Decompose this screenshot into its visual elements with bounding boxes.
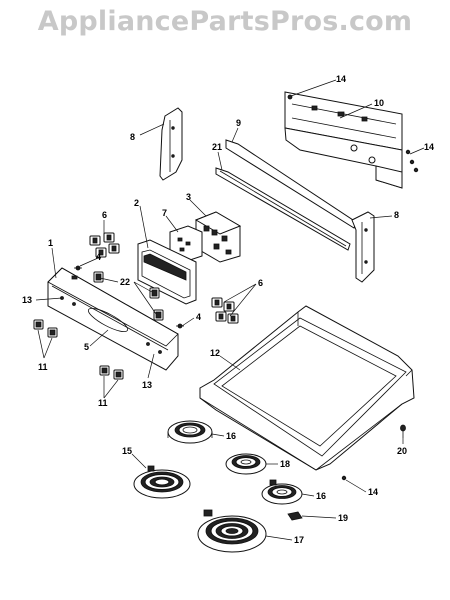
element-part-15[interactable] xyxy=(133,465,191,499)
callout-10: 10 xyxy=(374,98,384,108)
callout-3: 3 xyxy=(186,192,191,202)
element-part-16-upper[interactable] xyxy=(167,420,213,444)
callout-18: 18 xyxy=(280,459,290,469)
screw-part-20[interactable] xyxy=(400,424,406,438)
callout-16-lower: 16 xyxy=(316,491,326,501)
side-bracket-part-8-right[interactable] xyxy=(351,211,375,283)
callout-21: 21 xyxy=(212,142,222,152)
callout-16-upper: 16 xyxy=(226,431,236,441)
callout-13-left: 13 xyxy=(22,295,32,305)
callout-labels: 14 10 14 8 9 21 8 3 7 2 6 4 1 22 6 4 13 … xyxy=(22,74,434,545)
callout-9: 9 xyxy=(236,118,241,128)
callout-12: 12 xyxy=(210,348,220,358)
callout-5: 5 xyxy=(84,342,89,352)
display-frame-part-2[interactable] xyxy=(137,239,197,305)
callout-14-top: 14 xyxy=(336,74,346,84)
callout-20: 20 xyxy=(397,446,407,456)
leader-lines xyxy=(35,79,425,541)
callout-7: 7 xyxy=(162,208,167,218)
callout-11-center: 11 xyxy=(98,398,108,408)
watermark-text: AppliancePartsPros.com xyxy=(37,6,413,37)
knobs-part-6-left[interactable] xyxy=(89,232,120,258)
trim-strip-part-21[interactable] xyxy=(215,167,351,251)
callout-2: 2 xyxy=(134,198,139,208)
screw-part-4-right[interactable] xyxy=(176,323,184,329)
callout-14-right: 14 xyxy=(424,142,434,152)
callout-15: 15 xyxy=(122,446,132,456)
callout-11-left: 11 xyxy=(38,362,48,372)
clock-module-part-3[interactable] xyxy=(194,211,242,263)
screw-part-4-left[interactable] xyxy=(74,265,82,271)
cooktop-part-12[interactable] xyxy=(199,305,415,471)
callout-17: 17 xyxy=(294,535,304,545)
callout-8-right: 8 xyxy=(394,210,399,220)
screw-part-14-bottom[interactable] xyxy=(341,475,347,481)
side-bracket-part-8-left[interactable] xyxy=(159,107,183,181)
knobs-part-22[interactable] xyxy=(93,271,164,321)
callout-4-left: 4 xyxy=(96,252,101,262)
callout-8-left: 8 xyxy=(130,132,135,142)
knobs-part-11-left[interactable] xyxy=(33,319,58,338)
element-part-17[interactable] xyxy=(197,509,267,553)
callout-13-center: 13 xyxy=(142,380,152,390)
callout-14-bottom: 14 xyxy=(368,487,378,497)
screws-part-14-right[interactable] xyxy=(405,149,419,173)
knobs-part-11-center[interactable] xyxy=(99,365,124,380)
knobs-part-6-right[interactable] xyxy=(211,297,239,324)
callout-19: 19 xyxy=(338,513,348,523)
callout-22: 22 xyxy=(120,277,130,287)
callout-1: 1 xyxy=(48,238,53,248)
callout-6-left: 6 xyxy=(102,210,107,220)
receptacle-part-19[interactable] xyxy=(287,511,303,521)
element-part-18[interactable] xyxy=(225,453,267,475)
callout-4-right: 4 xyxy=(196,312,201,322)
callout-6-right: 6 xyxy=(258,278,263,288)
back-panel-part-10[interactable] xyxy=(284,91,403,189)
element-part-16-lower[interactable] xyxy=(261,479,303,505)
control-panel-part-1[interactable] xyxy=(47,267,179,371)
